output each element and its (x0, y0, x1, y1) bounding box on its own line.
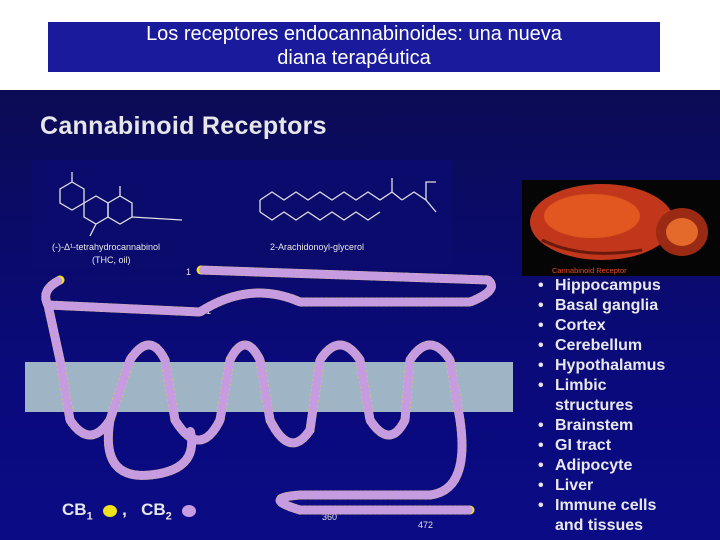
brain-slice-image (522, 180, 720, 276)
region-item: Immune cells (538, 496, 665, 516)
region-item: Cerebellum (538, 336, 665, 356)
cb2-dot (182, 505, 196, 517)
receptor-region-list: HippocampusBasal gangliaCortexCerebellum… (538, 276, 665, 536)
cb2-label: CB (141, 500, 166, 519)
region-item: Liver (538, 476, 665, 496)
title-line-2: diana terapéutica (48, 46, 660, 70)
cb1-label: CB (62, 500, 87, 519)
slide-figure: Cannabinoid Receptors (-)-Δ¹-tetrahyd (0, 90, 720, 540)
title-line-1: Los receptores endocannabinoides: una nu… (48, 22, 660, 46)
region-item: Hypothalamus (538, 356, 665, 376)
region-item: structures (538, 396, 665, 416)
cb1-sub: 1 (87, 510, 93, 522)
region-item: Basal ganglia (538, 296, 665, 316)
region-item: Limbic (538, 376, 665, 396)
region-item: and tissues (538, 516, 665, 536)
region-item: Cortex (538, 316, 665, 336)
receptor-legend: CB1 , CB2 (62, 500, 196, 522)
legend-separator: , (122, 500, 127, 519)
cb1-dot (103, 505, 117, 517)
slide-title: Los receptores endocannabinoides: una nu… (48, 22, 660, 72)
brain-caption: Cannabinoid Receptor (552, 266, 627, 275)
region-item: Hippocampus (538, 276, 665, 296)
brain-illustration (522, 180, 720, 276)
cb2-sub: 2 (166, 510, 172, 522)
region-item: Brainstem (538, 416, 665, 436)
receptor-diagram: 1 1 360 472 (0, 90, 520, 540)
residue-label-1: 1 (186, 267, 191, 277)
region-item: Adipocyte (538, 456, 665, 476)
residue-label-472: 472 (418, 520, 433, 530)
region-item: GI tract (538, 436, 665, 456)
